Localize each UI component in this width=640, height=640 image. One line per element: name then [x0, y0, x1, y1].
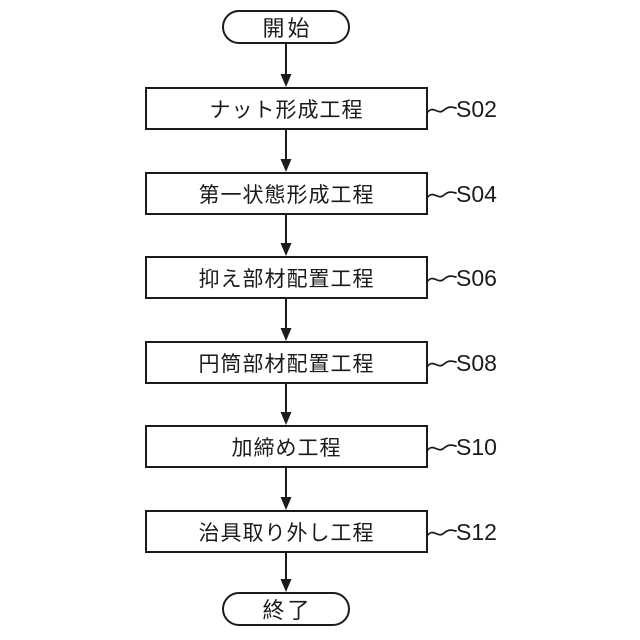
arrowhead-s02 [280, 74, 292, 87]
step-code-s10: S10 [456, 434, 497, 460]
step-label-s12: 治具取り外し工程 [198, 521, 375, 545]
reference-squiggles [426, 106, 457, 537]
step-box-s12: 治具取り外し工程 [145, 510, 428, 553]
arrowhead-s04 [280, 159, 292, 172]
flow-arrows [280, 44, 292, 592]
step-code-s04: S04 [456, 181, 497, 207]
end-label: 終了 [262, 598, 313, 623]
step-code-s02: S02 [456, 96, 497, 122]
step-box-s02: ナット形成工程 [145, 87, 428, 130]
step-label-s06: 抑え部材配置工程 [198, 267, 375, 291]
start-label: 開始 [262, 16, 313, 41]
step-label-s08: 円筒部材配置工程 [198, 352, 375, 376]
step-box-s10: 加締め工程 [145, 425, 428, 468]
squiggle-s08 [426, 360, 457, 368]
step-label-s02: ナット形成工程 [209, 98, 364, 122]
arrowhead-s12 [280, 497, 292, 510]
step-code-s08: S08 [456, 350, 497, 376]
arrowhead-s06 [280, 243, 292, 256]
step-box-s06: 抑え部材配置工程 [145, 256, 428, 299]
squiggle-s10 [426, 444, 457, 452]
step-code-s06: S06 [456, 265, 497, 291]
step-label-s10: 加締め工程 [231, 436, 342, 460]
terminal-start: 開始 [222, 10, 350, 44]
step-box-s08: 円筒部材配置工程 [145, 341, 428, 384]
squiggle-s02 [426, 106, 457, 114]
squiggle-s06 [426, 275, 457, 283]
terminal-end: 終了 [222, 592, 350, 626]
squiggle-s04 [426, 191, 457, 199]
arrowhead-s08 [280, 328, 292, 341]
arrowhead-s10 [280, 412, 292, 425]
step-label-s04: 第一状態形成工程 [198, 183, 375, 207]
arrowhead-end [280, 579, 292, 592]
step-code-s12: S12 [456, 519, 497, 545]
step-box-s04: 第一状態形成工程 [145, 172, 428, 215]
squiggle-s12 [426, 529, 457, 537]
